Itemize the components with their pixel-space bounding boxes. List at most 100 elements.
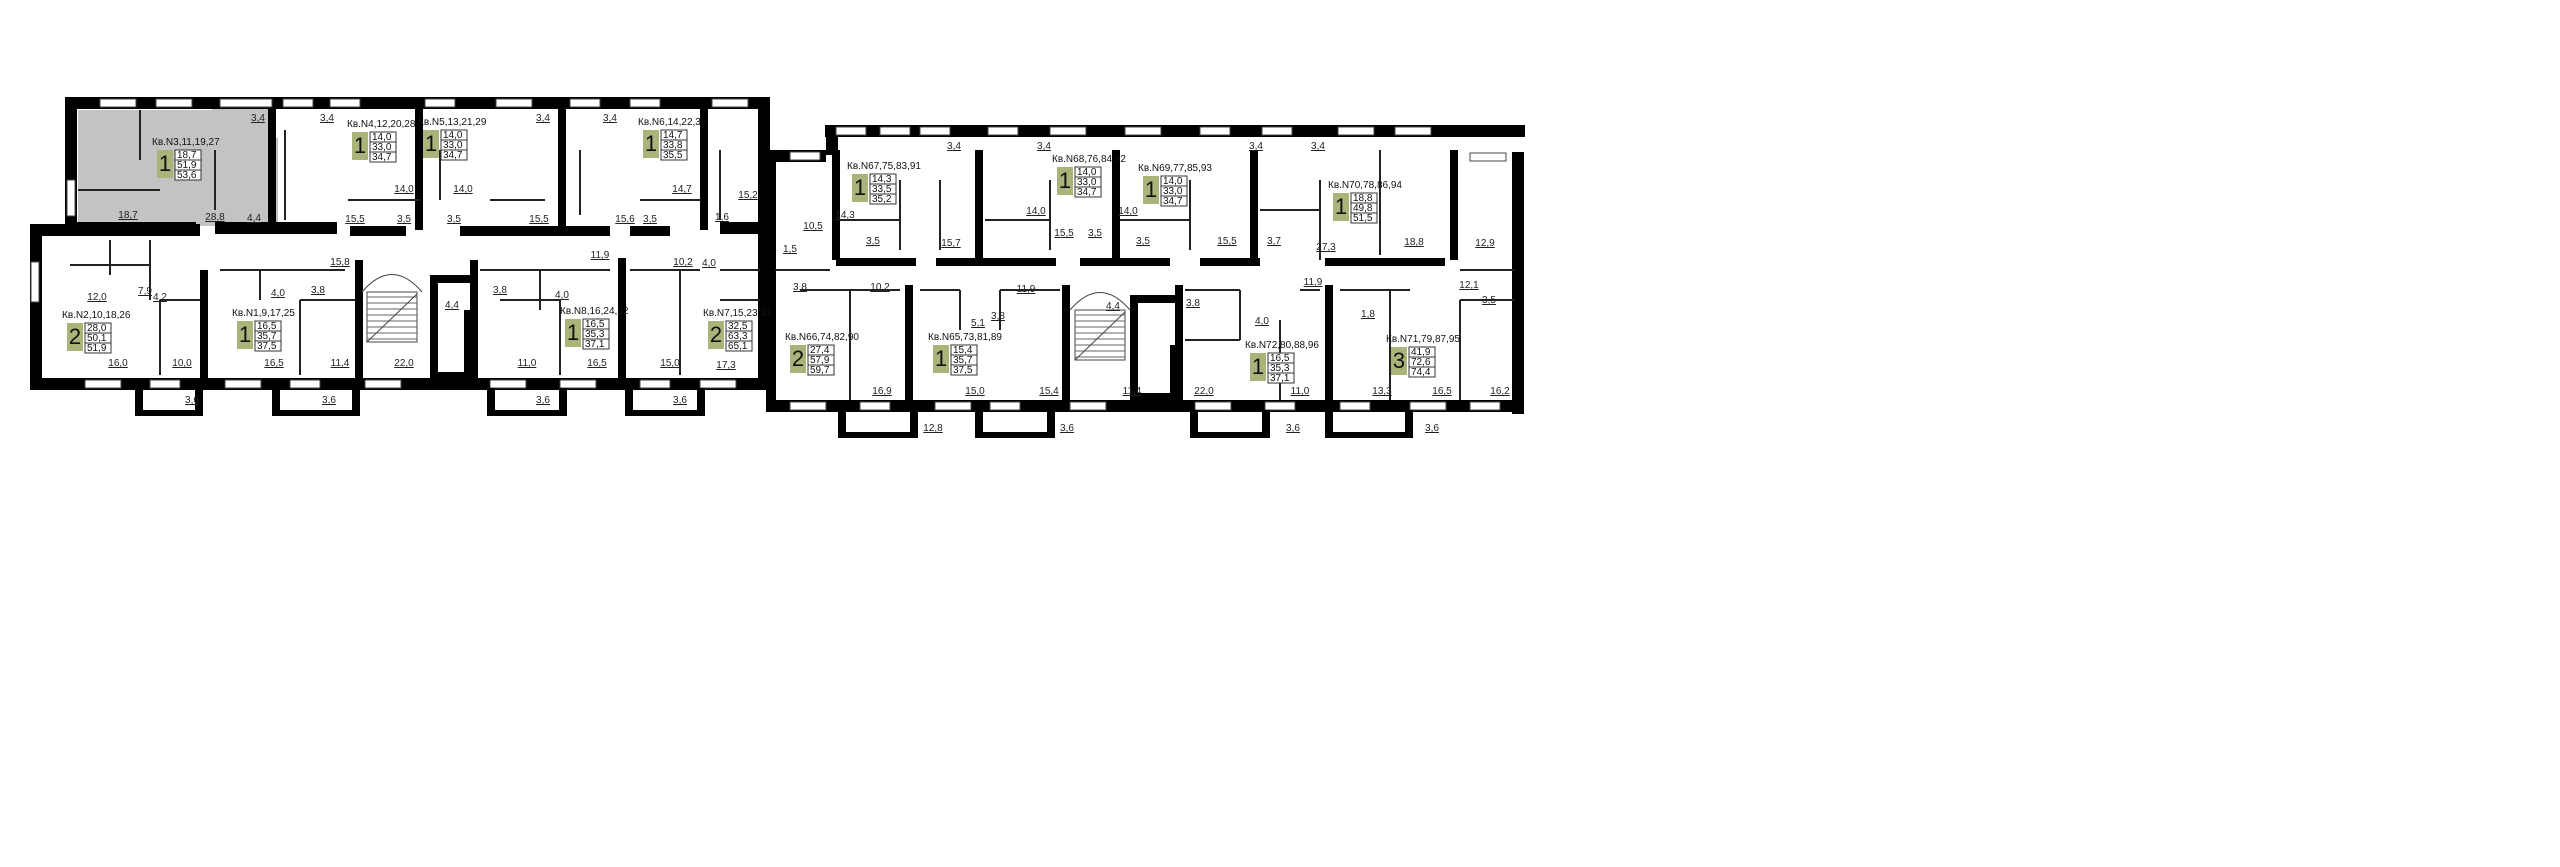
inner-wall [832,150,840,260]
balcony-wall [272,388,280,414]
room-area-label: 15,0 [965,386,985,397]
area-value: 16,5 [1270,353,1290,364]
area-table [1350,192,1378,224]
room-count: 1 [645,131,657,156]
room-area-label: 11,0 [518,358,537,369]
apartment-name: Кв.N66,74,82,90 [785,332,859,343]
room-count: 1 [567,320,579,345]
room-area-label: 18,7 [118,210,138,221]
balcony-wall [975,432,1055,438]
balcony-wall [1047,410,1055,436]
room-area-label: 7,9 [138,286,152,297]
balcony-wall [1325,432,1413,438]
window [289,379,321,389]
window [99,98,137,108]
area-value: 34,7 [1077,187,1097,198]
window [1394,126,1432,136]
room-area-label: 3,4 [603,113,617,124]
area-value: 28,0 [87,323,107,334]
area-value: 37,5 [953,365,973,376]
room-count-badge [1333,193,1349,221]
window [1339,401,1371,411]
area-value: 63,3 [728,331,748,342]
area-value: 15,4 [953,345,973,356]
window [282,98,314,108]
room-area-label: 4,2 [153,292,167,303]
room-area-label: 3,5 [397,214,411,225]
window [66,179,76,217]
inner-wall [215,222,337,234]
area-value: 34,7 [1163,196,1183,207]
balcony-wall [135,388,143,414]
area-value: 33,0 [443,140,463,151]
inner-wall [355,260,363,380]
apartment-name: Кв.N7,15,23,31 [703,308,772,319]
area-table [1074,166,1102,198]
room-count-badge [423,130,439,158]
area-value: 14,0 [372,132,392,143]
room-area-label: 4,4 [445,300,459,311]
room-area-label: 16,2 [1490,386,1510,397]
balcony-wall [625,410,705,416]
room-area-label: 1,8 [1361,309,1375,320]
inner-wall [464,310,472,380]
room-area-label: 13,3 [1372,386,1392,397]
area-value: 18,8 [1353,193,1373,204]
inner-wall [1250,150,1258,260]
room-count-badge [1250,353,1266,381]
balcony-wall [1262,410,1270,436]
room-area-label: 14,7 [672,184,692,195]
room-area-label: 10,2 [870,282,890,293]
window [1194,401,1232,411]
apartment-name: Кв.N71,79,87,95 [1386,334,1460,345]
room-count-badge [1391,347,1407,375]
room-area-label: 3,8 [493,285,507,296]
room-area-label: 3,5 [643,214,657,225]
room-area-label: 3,4 [947,141,961,152]
window [987,126,1019,136]
balcony-wall [838,432,918,438]
room-area-label: 3,5 [447,214,461,225]
inner-wall [1130,393,1178,401]
room-area-label: 1,6 [715,212,729,223]
room-area-label: 16,5 [1432,386,1452,397]
window [84,379,122,389]
area-table [582,318,610,350]
area-value: 65,1 [728,341,748,352]
room-area-label: 14,0 [394,184,414,195]
room-area-label: 3,4 [1249,141,1263,152]
room-area-label: 3,5 [866,236,880,247]
room-area-label: 11,4 [331,358,350,369]
area-table [807,344,835,376]
balcony-wall [975,410,983,436]
inner-wall [836,258,916,266]
area-value: 35,3 [585,329,605,340]
window [1261,126,1293,136]
apartment-name: Кв.N6,14,22,30 [638,117,707,128]
inner-wall [905,285,913,405]
partitions-layer [70,110,1515,400]
inner-wall [700,100,708,230]
inner-wall [415,100,423,230]
window [1049,126,1087,136]
area-value: 49,8 [1353,203,1373,214]
area-table [440,129,468,161]
area-value: 37,5 [257,341,277,352]
balcony-wall [195,388,203,414]
outer-wall [766,150,776,412]
balcony-wall [352,388,360,414]
room-area-label: 4,4 [247,213,261,224]
room-area-label: 12,0 [87,292,107,303]
room-area-label: 3,4 [320,113,334,124]
room-area-label: 3,4 [1311,141,1325,152]
window [30,261,40,303]
room-area-label: 22,0 [394,358,414,369]
room-area-label: 15,5 [345,214,365,225]
room-area-label: 15,2 [738,190,758,201]
inner-wall [430,372,470,380]
area-value: 33,0 [1163,186,1183,197]
room-area-label: 3,5 [1482,295,1496,306]
